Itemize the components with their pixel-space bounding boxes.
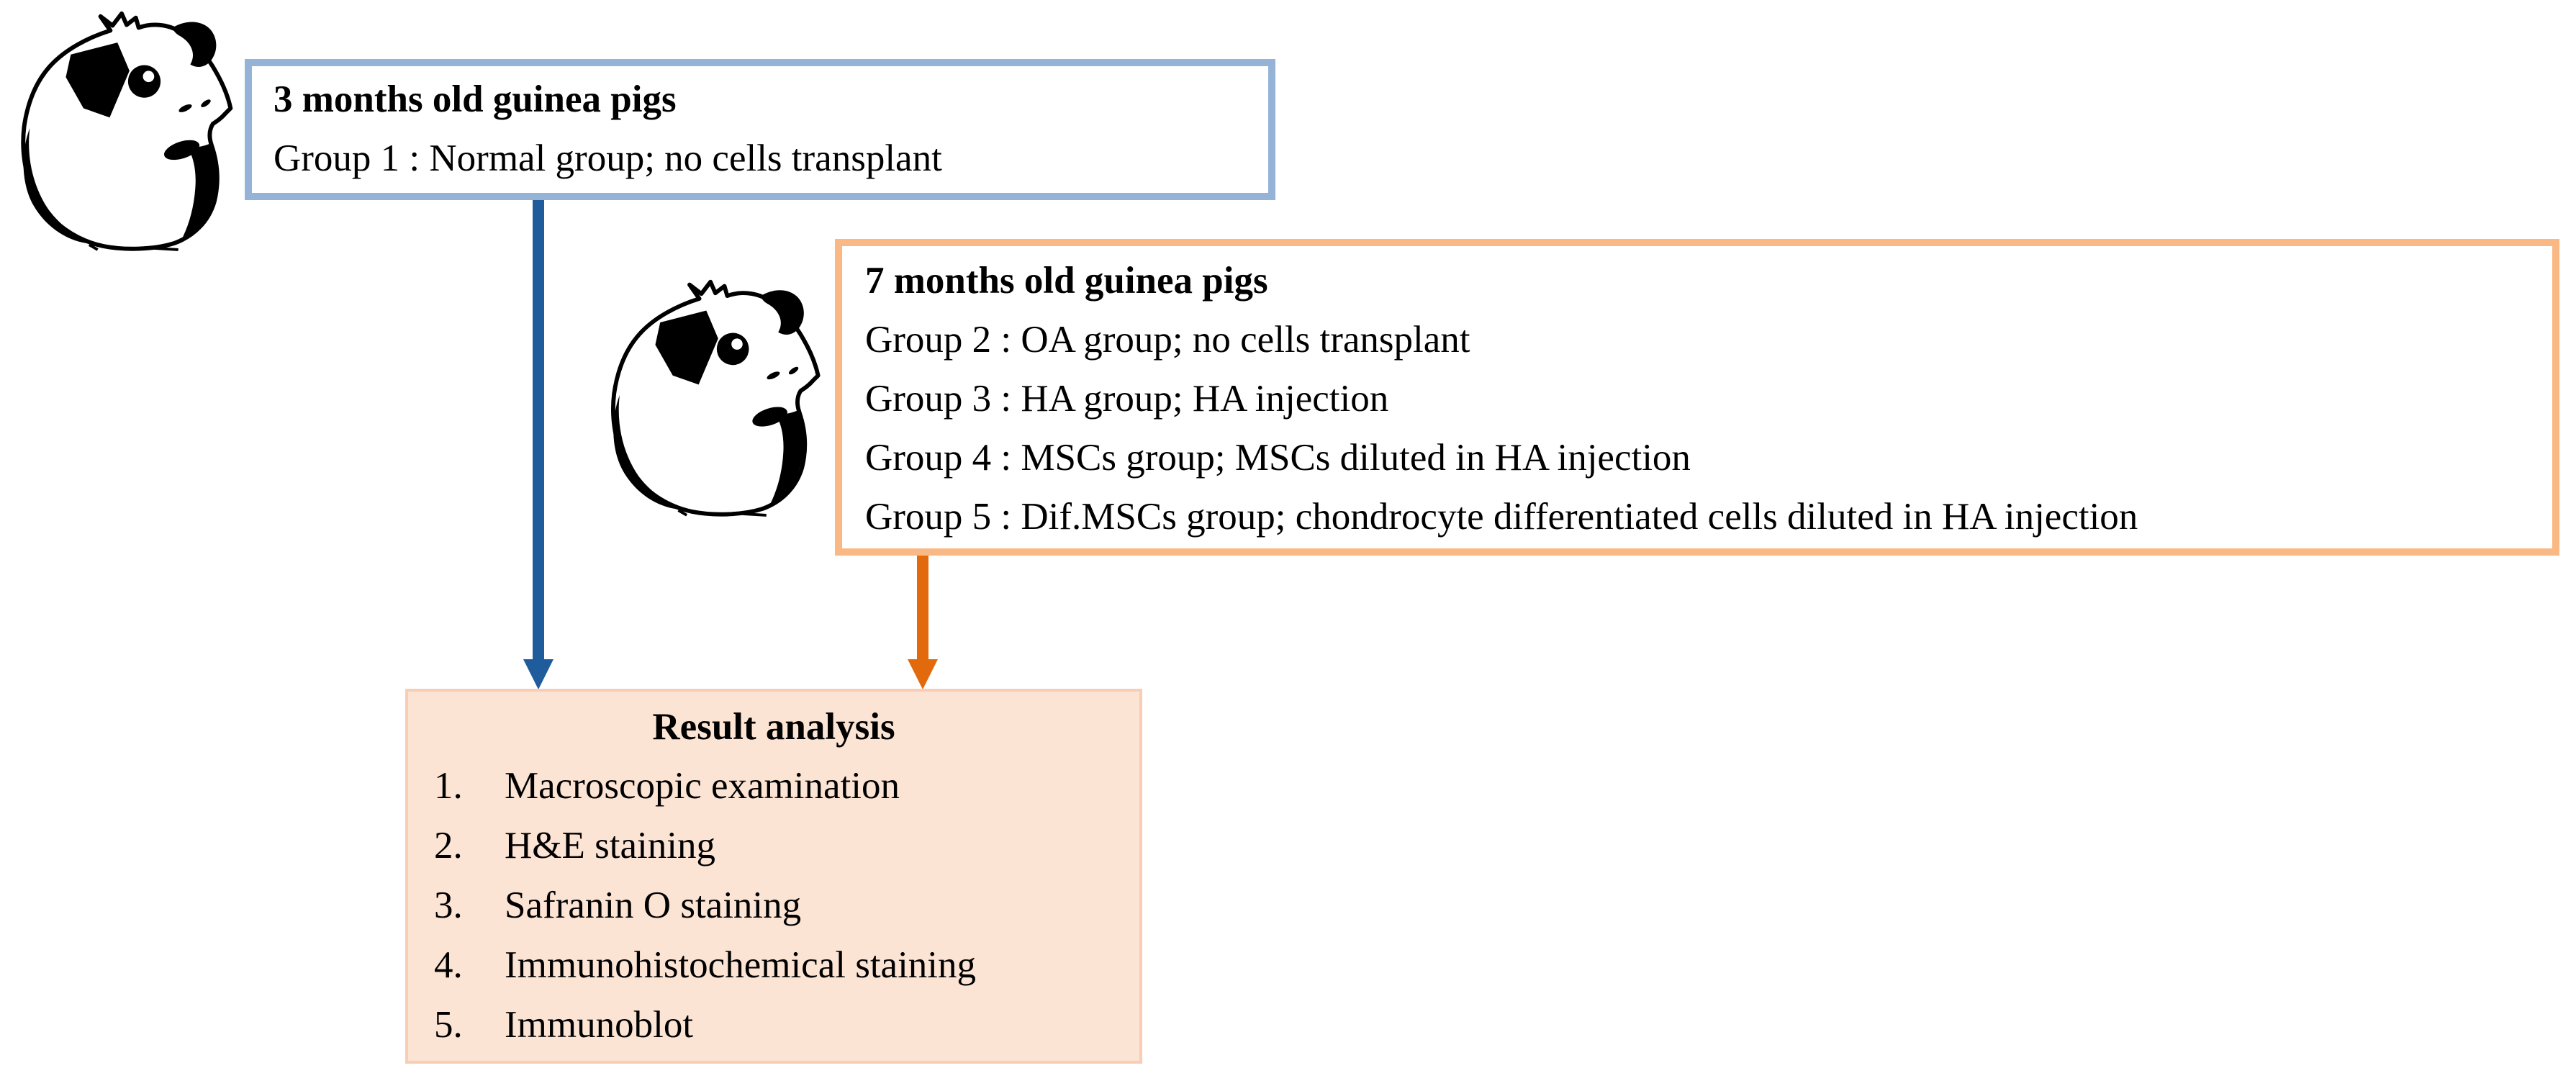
result-item-1-number: 1. <box>434 765 463 807</box>
young-group-title: 3 months old guinea pigs <box>274 78 677 120</box>
young-group-box: 3 months old guinea pigs Group 1 : Norma… <box>245 59 1275 200</box>
result-item-2-number: 2. <box>434 825 463 866</box>
old-group-title: 7 months old guinea pigs <box>865 260 1268 302</box>
old-group-line-4: Group 5 : Dif.MSCs group; chondrocyte di… <box>865 496 2138 538</box>
result-analysis-box: Result analysis 1. Macroscopic examinati… <box>405 689 1142 1064</box>
young-group-line-1: Group 1 : Normal group; no cells transpl… <box>274 137 942 179</box>
result-analysis-title: Result analysis <box>652 706 895 748</box>
result-item-1-label: Macroscopic examination <box>505 765 900 807</box>
result-item-4-number: 4. <box>434 944 463 986</box>
result-item-2: 2. H&E staining <box>408 816 1139 876</box>
result-item-5-number: 5. <box>434 1004 463 1046</box>
old-group-box: 7 months old guinea pigs Group 2 : OA gr… <box>835 239 2559 556</box>
normal-group-down-arrow-icon <box>523 200 553 689</box>
oa-groups-down-arrow-icon <box>908 556 938 689</box>
old-group-line-1: Group 2 : OA group; no cells transplant <box>865 319 1470 361</box>
result-item-3-number: 3. <box>434 884 463 926</box>
result-item-3-label: Safranin O staining <box>505 884 802 926</box>
result-item-1: 1. Macroscopic examination <box>408 756 1139 816</box>
guinea-pig-young-icon <box>4 1 245 252</box>
old-group-line-2: Group 3 : HA group; HA injection <box>865 378 1389 420</box>
result-item-5-label: Immunoblot <box>505 1004 694 1046</box>
result-item-3: 3. Safranin O staining <box>408 876 1139 936</box>
result-item-2-label: H&E staining <box>505 825 715 866</box>
guinea-pig-old-icon <box>595 269 832 518</box>
old-group-line-3: Group 4 : MSCs group; MSCs diluted in HA… <box>865 437 1691 479</box>
result-item-4-label: Immunohistochemical staining <box>505 944 977 986</box>
result-item-4: 4. Immunohistochemical staining <box>408 936 1139 995</box>
result-item-5: 5. Immunoblot <box>408 995 1139 1055</box>
